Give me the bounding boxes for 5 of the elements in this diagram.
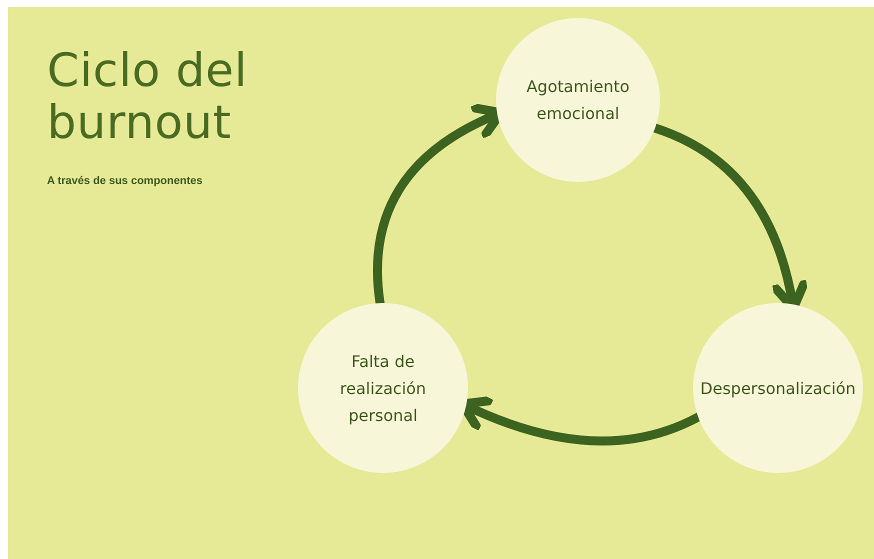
node-label: Falta de realización personal [338,350,428,426]
node-label: Agotamiento emocional [525,76,631,125]
title: Ciclo del burnout [47,44,249,148]
node-label: Despersonalización [700,378,856,400]
subtitle: A través de sus componentes [47,175,202,187]
